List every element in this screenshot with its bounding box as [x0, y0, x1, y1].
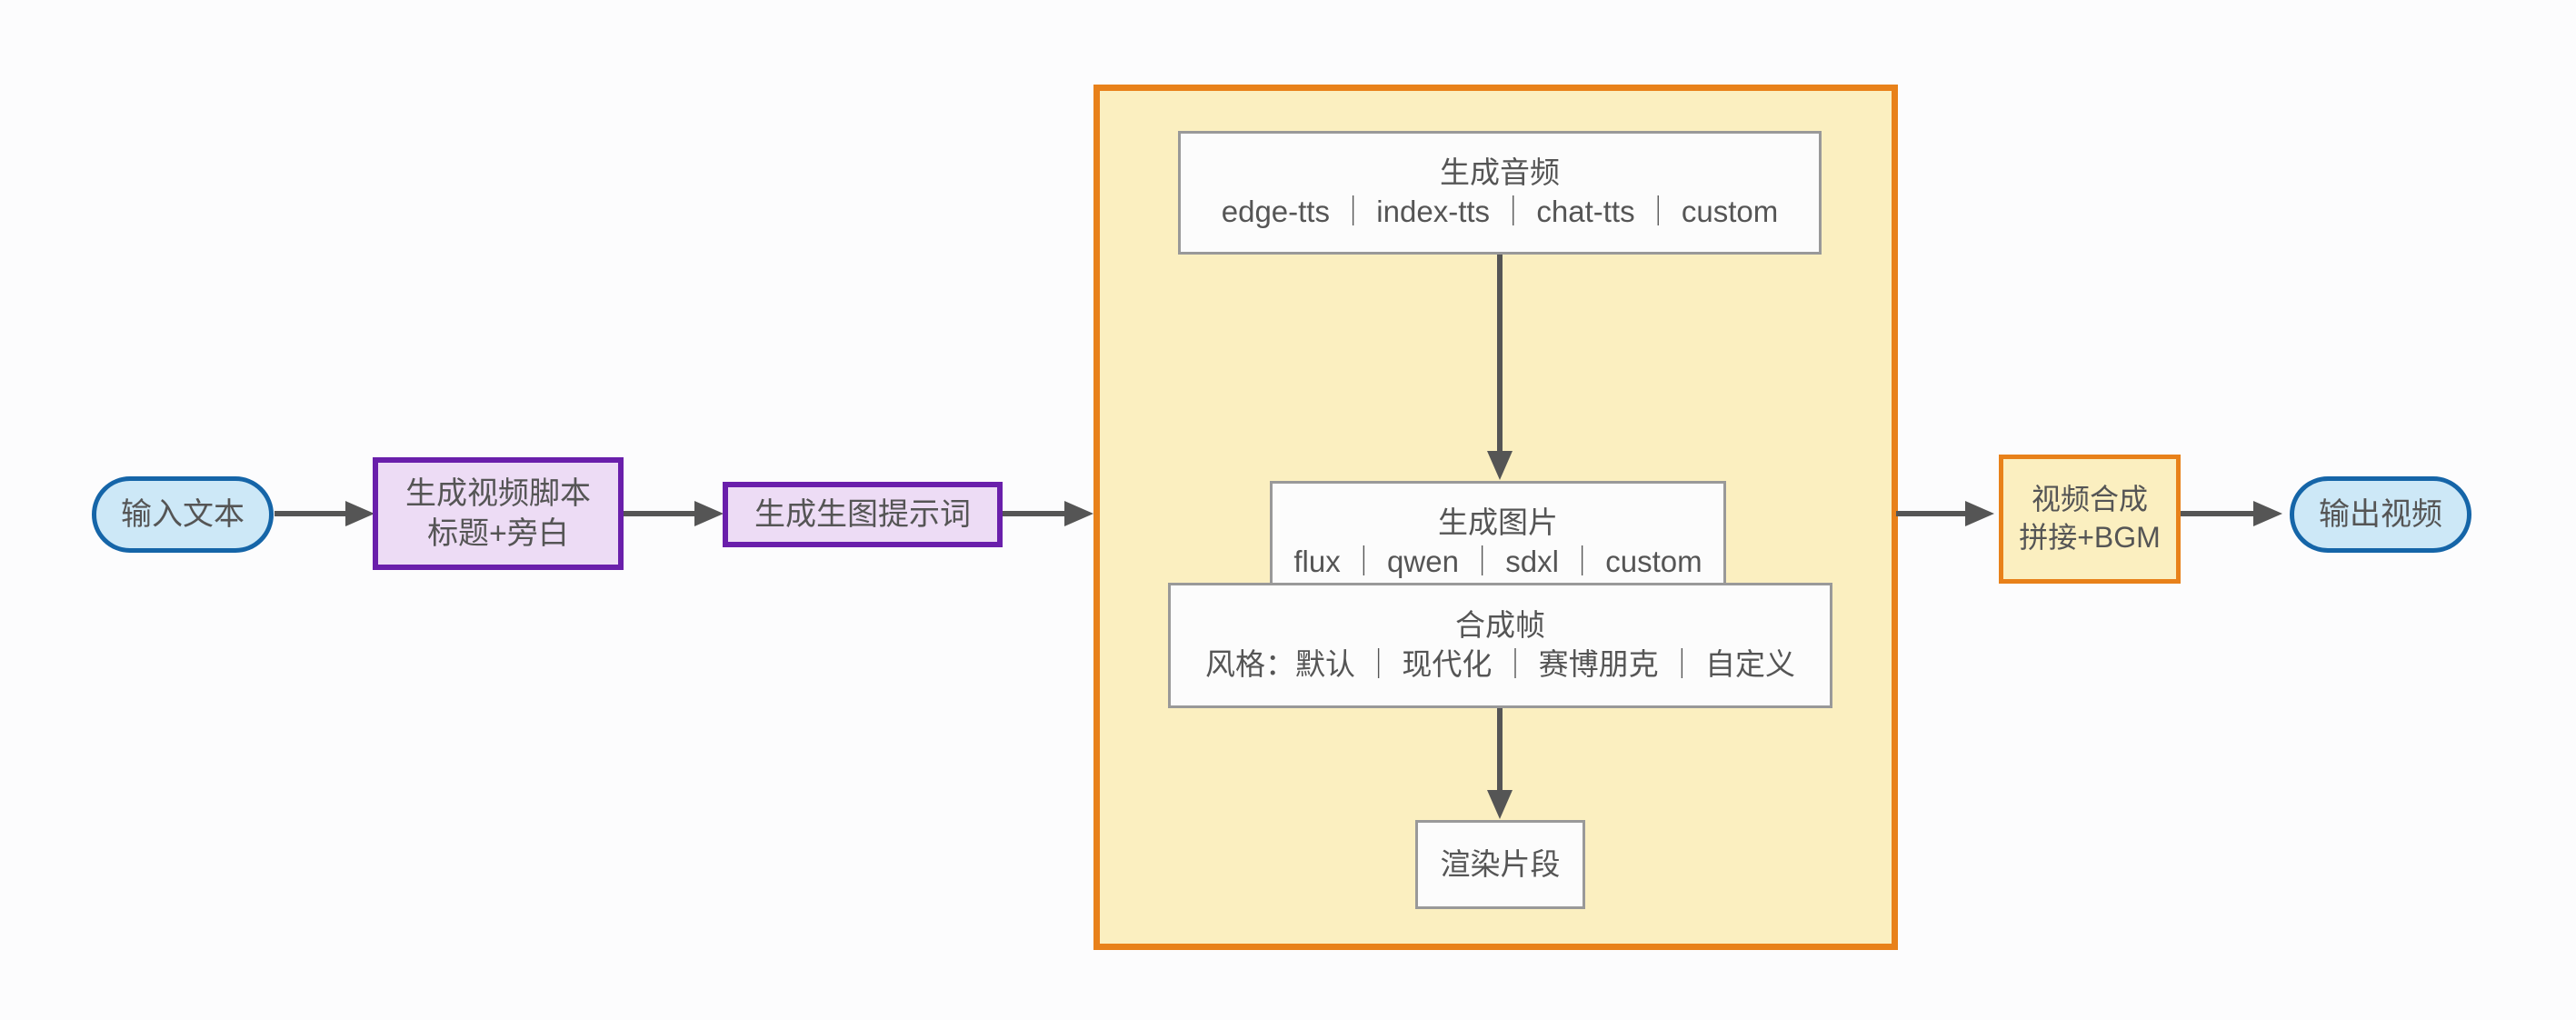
edge-script-to-prompt — [624, 501, 724, 526]
node-compose-frame-line2: 风格：默认 ｜ 现代化 ｜ 赛博朋克 ｜ 自定义 — [1204, 647, 1795, 681]
node-compose-frame[interactable]: 合成帧 风格：默认 ｜ 现代化 ｜ 赛博朋克 ｜ 自定义 — [1168, 583, 1832, 708]
node-output-video[interactable]: 输出视频 — [2290, 476, 2471, 553]
edge-merge-to-output — [2180, 501, 2282, 526]
node-image-generation-line2: flux ｜ qwen ｜ sdxl ｜ custom — [1293, 544, 1702, 578]
edge-subgraph-to-merge — [1896, 501, 1994, 526]
node-image-generation-line1: 生成图片 — [1438, 505, 1558, 539]
edge-audio-to-image — [1487, 253, 1513, 480]
node-input-text[interactable]: 输入文本 — [92, 476, 274, 553]
node-audio-generation[interactable]: 生成音频 edge-tts ｜ index-tts ｜ chat-tts ｜ c… — [1178, 131, 1822, 255]
node-video-merge[interactable]: 视频合成 拼接+BGM — [1999, 455, 2181, 584]
node-video-merge-line2: 拼接+BGM — [2019, 521, 2161, 554]
node-prompt-generation-label: 生成生图提示词 — [754, 496, 971, 532]
node-script-generation-line1: 生成视频脚本 — [405, 475, 591, 511]
node-video-merge-line1: 视频合成 — [2031, 483, 2148, 516]
node-script-generation-line2: 标题+旁白 — [427, 516, 569, 551]
edge-compose-to-render — [1487, 707, 1513, 819]
node-render-clip[interactable]: 渲染片段 — [1415, 820, 1585, 909]
node-audio-generation-line1: 生成音频 — [1440, 155, 1560, 190]
node-render-clip-label: 渲染片段 — [1440, 846, 1561, 881]
node-compose-frame-line1: 合成帧 — [1455, 608, 1545, 643]
node-input-text-label: 输入文本 — [121, 496, 245, 532]
node-audio-generation-line2: edge-tts ｜ index-tts ｜ chat-tts ｜ custom — [1221, 195, 1779, 228]
node-output-video-label: 输出视频 — [2319, 496, 2442, 532]
node-prompt-generation[interactable]: 生成生图提示词 — [723, 482, 1003, 547]
edge-input-to-script — [275, 501, 374, 526]
node-script-generation[interactable]: 生成视频脚本 标题+旁白 — [373, 457, 624, 570]
edge-prompt-to-subgraph — [1003, 501, 1093, 526]
